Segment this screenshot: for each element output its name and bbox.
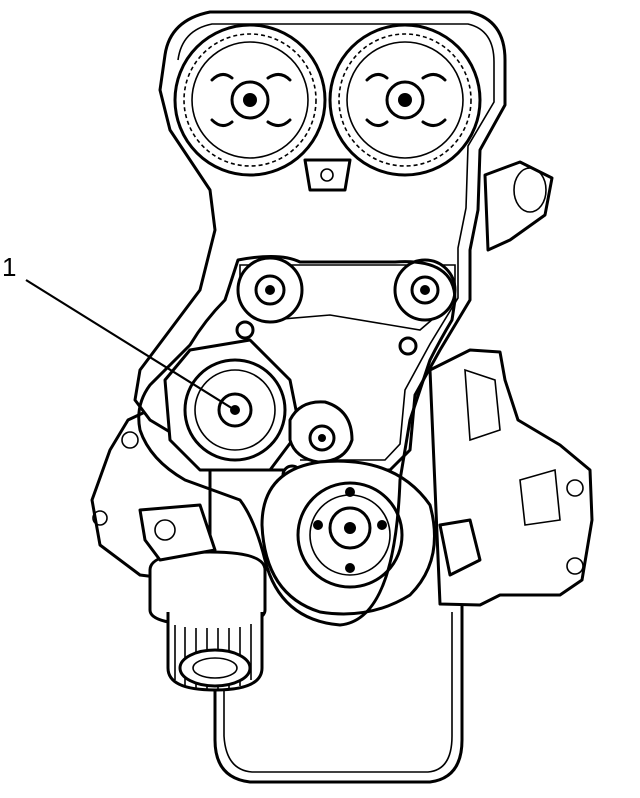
crankshaft-pulley: [260, 459, 436, 616]
oil-filter: [148, 550, 267, 692]
camshaft-sprocket-right: [328, 23, 482, 177]
drive-belt-tensioner: [163, 338, 354, 486]
idler-pulley-right: [393, 258, 457, 322]
callout-1-leader: [25, 279, 239, 413]
oil-pan: [213, 598, 464, 784]
camshaft-sprocket-left: [173, 23, 327, 177]
drive-belt: [137, 254, 457, 627]
callout-1-label: 1: [2, 252, 17, 282]
idler-pulley-left: [236, 256, 304, 324]
